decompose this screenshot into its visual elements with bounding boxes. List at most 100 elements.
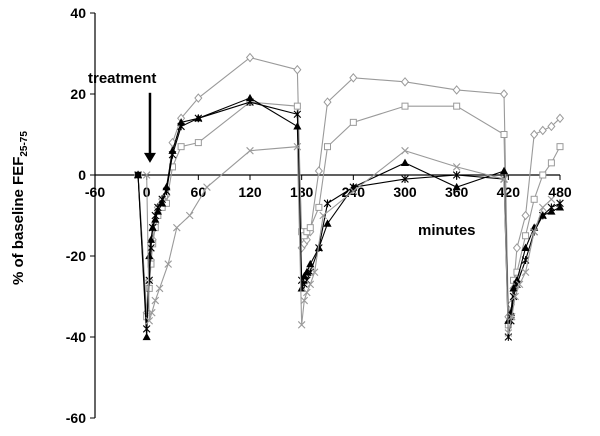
y-tick-label: 40: [70, 5, 86, 21]
data-point: [400, 77, 410, 87]
baseline-point: [135, 172, 142, 178]
data-point: [323, 219, 332, 227]
data-point: [154, 203, 162, 212]
data-point: [147, 244, 155, 252]
data-point: [515, 280, 524, 289]
data-point: [293, 102, 301, 110]
data-point: [504, 333, 513, 341]
data-point: [499, 166, 509, 175]
data-point: [293, 142, 302, 151]
data-point: [556, 143, 564, 151]
y-axis-label-subscript: 25-75: [19, 131, 30, 157]
data-point: [306, 224, 314, 232]
data-point: [306, 259, 315, 268]
x-axis-label: minutes: [418, 222, 476, 239]
data-point: [246, 98, 254, 106]
data-point: [521, 243, 530, 252]
y-axis-label-main: % of baseline FEF: [10, 157, 27, 285]
data-point: [452, 163, 461, 171]
data-point: [556, 199, 564, 208]
data-point: [401, 175, 409, 183]
data-point: [145, 276, 154, 285]
data-point: [310, 268, 319, 276]
x-tick-label: 60: [191, 184, 207, 200]
data-point: [245, 52, 255, 63]
data-point: [177, 122, 185, 131]
data-point: [306, 280, 315, 289]
data-point: [522, 232, 530, 240]
data-point: [513, 268, 521, 276]
annotation-arrow-head: [143, 152, 156, 163]
data-point: [499, 89, 509, 99]
data-point: [511, 292, 520, 301]
series-line: [137, 101, 561, 338]
annotation: treatment: [88, 70, 156, 163]
data-point: [158, 195, 166, 204]
data-point: [297, 321, 306, 329]
series-line: [137, 97, 561, 338]
data-point: [521, 268, 530, 276]
data-point: [538, 125, 547, 136]
data-point: [194, 93, 203, 103]
data-point: [530, 129, 539, 140]
series-line: [137, 101, 561, 326]
data-point: [349, 118, 357, 126]
data-point: [500, 175, 508, 183]
data-point: [521, 210, 530, 221]
y-tick-label: -40: [66, 329, 86, 345]
data-point: [349, 73, 358, 83]
data-point: [151, 211, 160, 220]
x-tick-label: 120: [238, 184, 262, 200]
data-point: [168, 150, 177, 159]
data-point: [547, 121, 556, 132]
data-point: [512, 243, 522, 253]
y-tick-label: 20: [70, 86, 86, 102]
data-point: [162, 187, 171, 196]
data-point: [452, 85, 461, 95]
data-point: [530, 227, 538, 236]
x-tick-label: 420: [497, 184, 521, 200]
data-point: [203, 183, 211, 191]
data-point: [401, 146, 409, 155]
data-point: [453, 102, 461, 110]
data-point: [323, 199, 332, 208]
series-square: [134, 98, 564, 329]
y-axis-label: % of baseline FEF25-75: [10, 131, 30, 285]
data-point: [547, 195, 556, 204]
data-point: [142, 332, 151, 341]
data-point: [303, 288, 311, 297]
data-point: [293, 64, 302, 75]
data-point: [547, 159, 555, 167]
data-point: [164, 260, 172, 268]
x-tick-label: 360: [445, 184, 469, 200]
data-point: [315, 203, 323, 211]
data-point: [400, 158, 410, 166]
data-point: [177, 143, 185, 151]
y-tick-label: -20: [66, 248, 86, 264]
data-point: [173, 223, 181, 232]
data-point: [142, 171, 151, 179]
x-tick-label: 480: [548, 184, 572, 200]
y-tick-label: 0: [78, 167, 86, 183]
data-point: [148, 308, 156, 317]
data-point: [300, 296, 309, 305]
data-point: [319, 211, 327, 220]
data-point: [148, 223, 157, 232]
annotation-text: treatment: [88, 70, 156, 87]
data-point: [324, 143, 331, 151]
data-point: [504, 329, 513, 337]
data-point: [314, 166, 323, 176]
data-point: [323, 97, 332, 107]
data-point: [145, 317, 154, 325]
data-point: [246, 146, 254, 155]
data-point: [452, 182, 461, 191]
data-point: [151, 296, 160, 305]
data-point: [547, 203, 556, 212]
data-point: [155, 284, 164, 293]
data-point: [401, 102, 409, 110]
data-point: [452, 171, 461, 179]
data-point: [300, 272, 309, 280]
data-point: [293, 110, 302, 119]
series-star: [134, 98, 564, 341]
